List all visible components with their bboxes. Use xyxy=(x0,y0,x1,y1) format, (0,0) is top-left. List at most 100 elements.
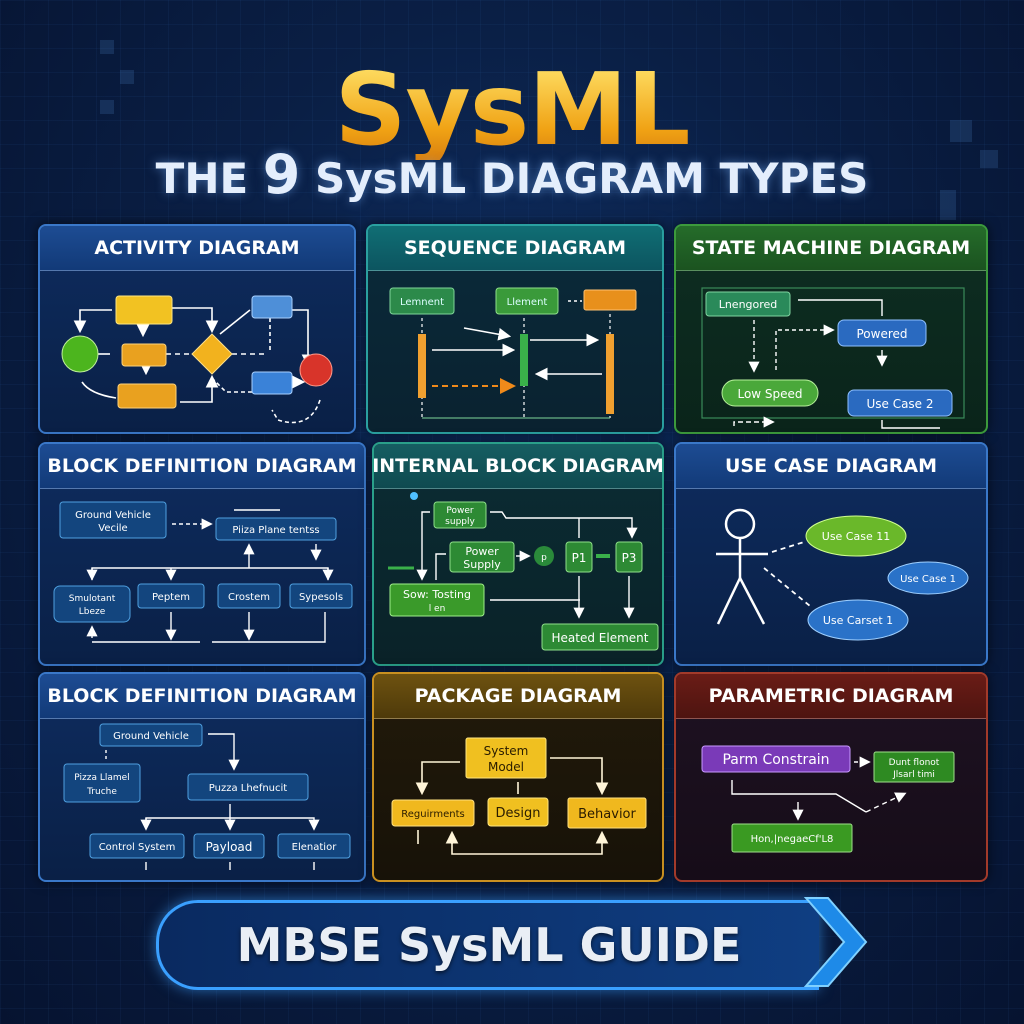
block-label: l en xyxy=(429,604,446,614)
panel-use-case-diagram[interactable]: USE CASE DIAGRAM Use Case 11 Use Case 1 … xyxy=(674,442,988,666)
block-label: Ground Vehicle xyxy=(75,510,151,521)
action-node xyxy=(251,295,293,319)
bdd2-canvas: Ground Vehicle Pizza Llamel Truche Puzza… xyxy=(63,723,351,870)
lifeline-head xyxy=(389,287,455,315)
port xyxy=(534,546,554,566)
package-label: Model xyxy=(488,760,524,774)
block xyxy=(541,623,659,651)
use-case-canvas: Use Case 11 Use Case 1 Use Carset 1 xyxy=(716,508,969,641)
final-node xyxy=(299,353,333,387)
block-label: Truche xyxy=(86,787,117,797)
block-label: Payload xyxy=(206,840,253,854)
block-label: Lbeze xyxy=(79,607,106,617)
panel-title: ACTIVITY DIAGRAM xyxy=(40,226,354,271)
sequence-diagram-canvas: Lemnent Llement xyxy=(389,287,637,419)
package-label: Reguirments xyxy=(401,809,464,820)
parametric-canvas: Parm Constrain Dunt flonot Jlsarl timi H… xyxy=(701,745,955,853)
package xyxy=(391,799,475,827)
state-machine-canvas: Lnengored Powered Low Speed Use Case 2 xyxy=(701,287,965,429)
block-label: Sow: Tosting xyxy=(403,588,471,601)
block xyxy=(449,541,515,573)
panel-title: PARAMETRIC DIAGRAM xyxy=(676,674,986,719)
panel-block-definition-diagram-1[interactable]: BLOCK DEFINITION DIAGRAM Ground Vehicle … xyxy=(38,442,366,666)
panel-internal-block-diagram[interactable]: INTERNAL BLOCK DIAGRAM Power supply Powe… xyxy=(372,442,664,666)
panel-title: USE CASE DIAGRAM xyxy=(676,444,986,489)
block xyxy=(289,583,353,609)
block xyxy=(59,501,167,539)
state-label: Powered xyxy=(856,327,907,341)
decor-square xyxy=(100,40,114,54)
block xyxy=(565,541,593,573)
use-case-label: Use Case 11 xyxy=(822,530,890,543)
block xyxy=(99,723,203,747)
package-label: System xyxy=(484,744,529,758)
activation-bar xyxy=(520,334,528,386)
lifeline-head xyxy=(583,289,637,311)
decor-square xyxy=(940,190,956,220)
main-title: SysML xyxy=(0,60,1024,160)
package xyxy=(465,737,547,779)
activity-diagram-canvas xyxy=(61,295,333,424)
decor-square xyxy=(120,70,134,84)
action-node xyxy=(251,371,293,395)
panel-parametric-diagram[interactable]: PARAMETRIC DIAGRAM Parm Constrain Dunt f… xyxy=(674,672,988,882)
block-label: Dunt flonot xyxy=(889,758,940,768)
block-label: Ground Vehicle xyxy=(113,731,189,742)
package xyxy=(567,797,647,829)
block-label: Hon,|negaeCf'L8 xyxy=(751,834,834,845)
block xyxy=(615,541,643,573)
panel-package-diagram[interactable]: PACKAGE DIAGRAM System Model Reguirments… xyxy=(372,672,664,882)
block xyxy=(89,833,185,859)
block xyxy=(187,773,309,801)
ibd-canvas: Power supply Power Supply Sow: Tosting l… xyxy=(388,492,659,651)
action-node xyxy=(115,295,173,325)
block-label: P3 xyxy=(622,551,637,565)
block-label: Pizza Llamel xyxy=(74,773,129,783)
guide-banner-button[interactable]: MBSE SysML GUIDE xyxy=(156,900,819,990)
lifeline-label: Llement xyxy=(507,297,548,308)
state-label: Use Case 2 xyxy=(866,397,933,411)
block xyxy=(63,763,141,803)
panel-sequence-diagram[interactable]: SEQUENCE DIAGRAM Lemnent Llement xyxy=(366,224,664,434)
state xyxy=(837,319,927,347)
port-label: p xyxy=(541,553,547,563)
subtitle: THE 9 SysML DIAGRAM TYPES xyxy=(0,148,1024,202)
panel-title: PACKAGE DIAGRAM xyxy=(374,674,662,719)
block xyxy=(873,751,955,783)
state xyxy=(721,379,819,407)
use-case-label: Use Case 1 xyxy=(900,574,956,585)
bdd1-canvas: Ground Vehicle Vecile Piiza Plane tentss… xyxy=(53,501,353,643)
lifeline-head xyxy=(495,287,559,315)
block-label: supply xyxy=(445,517,475,527)
decor-square xyxy=(100,100,114,114)
activation-bar xyxy=(606,334,614,414)
state-label: Low Speed xyxy=(737,387,802,401)
block-label: Smulotant xyxy=(69,594,116,604)
guide-banner-label: MBSE SysML GUIDE xyxy=(236,918,742,972)
block-label: Sypesols xyxy=(299,592,343,603)
block xyxy=(433,501,487,529)
panel-state-machine-diagram[interactable]: STATE MACHINE DIAGRAM Lnengored Powered … xyxy=(674,224,988,434)
panel-block-definition-diagram-2[interactable]: BLOCK DEFINITION DIAGRAM Ground Vehicle … xyxy=(38,672,366,882)
block-label: Power xyxy=(465,545,499,558)
block-label: Supply xyxy=(463,558,501,571)
block-label: Piiza Plane tentss xyxy=(232,525,319,536)
decision-node xyxy=(191,333,233,375)
block xyxy=(215,517,337,541)
decor-square xyxy=(980,150,998,168)
block-label: Puzza Lhefnucit xyxy=(209,783,288,794)
subtitle-number: 9 xyxy=(262,143,301,206)
state xyxy=(705,291,791,317)
action-node xyxy=(117,383,177,409)
panel-activity-diagram[interactable]: ACTIVITY DIAGRAM xyxy=(38,224,356,434)
state xyxy=(847,389,953,417)
block xyxy=(53,585,131,623)
constraint-block xyxy=(701,745,851,773)
action-node xyxy=(121,343,167,367)
panel-title: INTERNAL BLOCK DIAGRAM xyxy=(374,444,662,489)
block-label: Crostem xyxy=(228,592,270,603)
use-case xyxy=(887,561,969,595)
block-label: Power xyxy=(446,506,474,516)
package xyxy=(487,797,549,827)
block-label: Parm Constrain xyxy=(722,752,829,768)
